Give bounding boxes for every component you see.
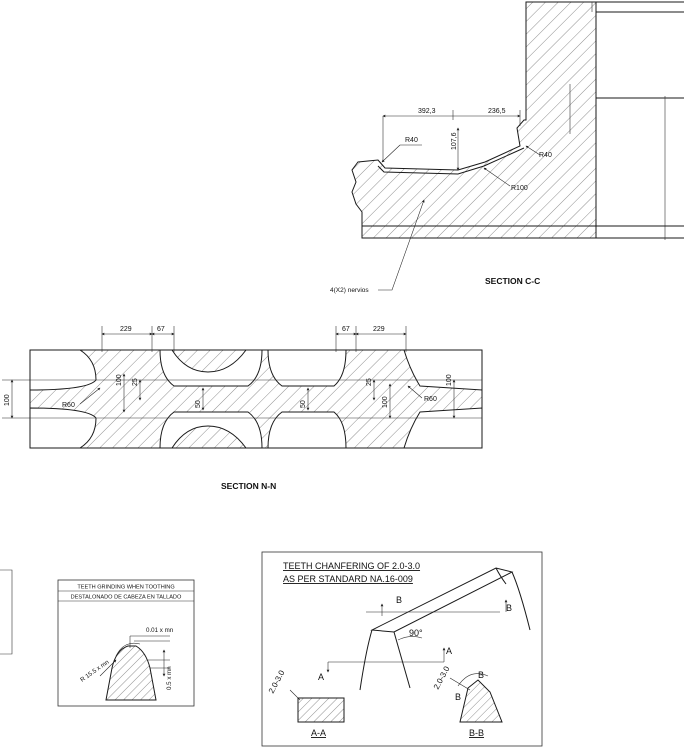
r40-right: R40 [539, 152, 552, 159]
ribs-note: 4(X2) nervios [330, 287, 369, 294]
chamfer-a-left: A [318, 672, 324, 682]
r60-left: R60 [62, 402, 75, 409]
r100: R100 [511, 185, 528, 192]
chamfer-b-right: B [506, 603, 512, 613]
section-cc-body [351, 1, 597, 239]
chamfer-b-top: B [396, 595, 402, 605]
dim-50-left: 50 [195, 400, 202, 408]
grinding-title-1: TEETH GRINDING WHEN TOOTHING [77, 585, 174, 591]
chamfer-b-small-2: B [455, 692, 461, 702]
chamfer-title-2: AS PER STANDARD NA.16-009 [283, 574, 413, 584]
dim-67-left: 67 [157, 326, 165, 333]
dim-229-right: 229 [373, 326, 385, 333]
section-cc-title: SECTION C-C [485, 276, 540, 286]
section-nn: 229 67 67 229 100 100 25 50 50 25 100 10… [2, 326, 483, 491]
grinding-05: 0.5 x mn [166, 666, 173, 690]
section-bb-label: B-B [469, 728, 484, 738]
dim-100-right-inner: 100 [382, 396, 389, 408]
dim-392: 392,3 [418, 108, 436, 115]
grinding-detail: TEETH GRINDING WHEN TOOTHING DESTALONADO… [57, 579, 195, 707]
dim-67-right: 67 [342, 326, 350, 333]
section-nn-title: SECTION N-N [221, 481, 276, 491]
dim-100-outer: 100 [4, 394, 11, 406]
chamfer-title-1: TEETH CHANFERING OF 2.0-3.0 [283, 561, 420, 571]
dim-25-right: 25 [366, 378, 373, 386]
dim-100-right: 100 [446, 374, 453, 386]
dim-100-left: 100 [116, 374, 123, 386]
dim-25-left: 25 [132, 378, 139, 386]
r40-left: R40 [405, 137, 418, 144]
r60-right: R60 [424, 396, 437, 403]
dim-229-left: 229 [120, 326, 132, 333]
section-cc-housing [595, 1, 684, 239]
grinding-001: 0.01 x mn [146, 627, 174, 634]
dim-107: 107,6 [451, 132, 458, 150]
chamfer-angle: 90° [409, 628, 423, 638]
chamfer-b-small-1: B [478, 670, 484, 680]
chamfer-detail: TEETH CHANFERING OF 2.0-3.0 AS PER STAND… [261, 551, 543, 747]
dim-50-right: 50 [300, 400, 307, 408]
chamfer-a-right: A [446, 646, 452, 656]
dim-236: 236,5 [488, 108, 506, 115]
grinding-title-2: DESTALONADO DE CABEZA EN TALLADO [71, 595, 182, 601]
section-aa-label: A-A [311, 728, 326, 738]
left-edge-fragment [0, 569, 13, 655]
section-cc: 392,3 236,5 107,6 R40 R40 R100 4(X2) ner… [330, 1, 684, 294]
